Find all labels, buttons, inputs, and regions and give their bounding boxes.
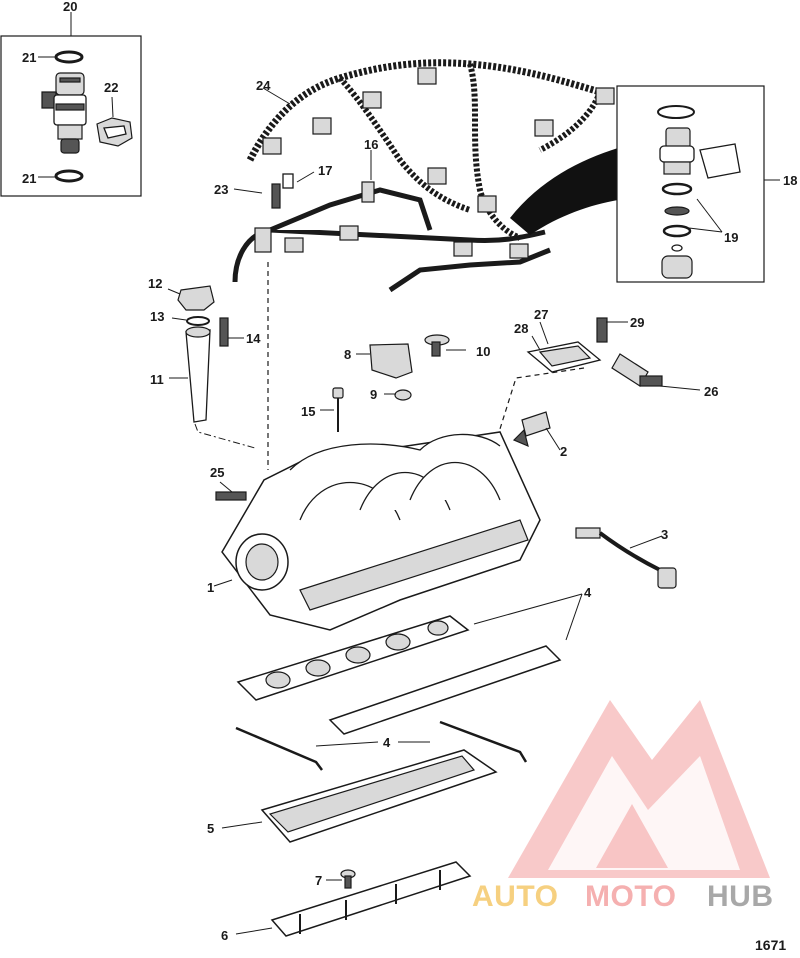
callout-24: 24 (256, 78, 271, 93)
callout-21-top: 21 (22, 50, 36, 65)
callout-5: 5 (207, 821, 214, 836)
sensor-group (320, 334, 466, 432)
sensor-wire (575, 527, 677, 589)
callout-20: 20 (63, 0, 77, 14)
callout-labels: 1 2 3 4 4 5 6 7 8 9 10 11 12 13 14 15 16… (22, 0, 797, 943)
watermark-text-moto: MOTO (585, 880, 676, 913)
watermark-logo: AUTO MOTO HUB (472, 700, 774, 913)
watermark-text-hub: HUB (707, 880, 774, 913)
callout-7: 7 (315, 873, 322, 888)
callout-4-lower: 4 (383, 735, 391, 750)
callout-12: 12 (148, 276, 162, 291)
callout-22: 22 (104, 80, 118, 95)
intake-manifold (213, 431, 541, 631)
callout-26: 26 (704, 384, 718, 399)
valley-tray (221, 749, 498, 843)
callout-8: 8 (344, 347, 351, 362)
wiring-harness (246, 59, 615, 241)
callout-18: 18 (783, 173, 797, 188)
callout-29: 29 (630, 315, 644, 330)
callout-23: 23 (214, 182, 228, 197)
callout-4-upper: 4 (584, 585, 592, 600)
fuel-rail (232, 150, 551, 293)
callout-15: 15 (301, 404, 315, 419)
right-parts-group (493, 317, 701, 451)
callout-9: 9 (370, 387, 377, 402)
fill-tube-group (167, 285, 256, 449)
callout-10: 10 (476, 344, 490, 359)
callout-6: 6 (221, 928, 228, 943)
callout-17: 17 (318, 163, 332, 178)
callout-21-bottom: 21 (22, 171, 36, 186)
diagram-number: 1671 (755, 937, 786, 953)
watermark-text-auto: AUTO (472, 880, 558, 913)
callout-25: 25 (210, 465, 224, 480)
callout-1: 1 (207, 580, 214, 595)
callout-27: 27 (534, 307, 548, 322)
callout-28: 28 (514, 321, 528, 336)
callout-11: 11 (150, 372, 164, 387)
callout-13: 13 (150, 309, 164, 324)
bracket-group (235, 861, 472, 937)
callout-3: 3 (661, 527, 668, 542)
callout-2: 2 (560, 444, 567, 459)
callout-16: 16 (364, 137, 378, 152)
injector-inset (0, 12, 142, 197)
regulator-inset (510, 85, 780, 283)
callout-14: 14 (246, 331, 261, 346)
callout-19: 19 (724, 230, 738, 245)
intake-gaskets (235, 593, 583, 771)
